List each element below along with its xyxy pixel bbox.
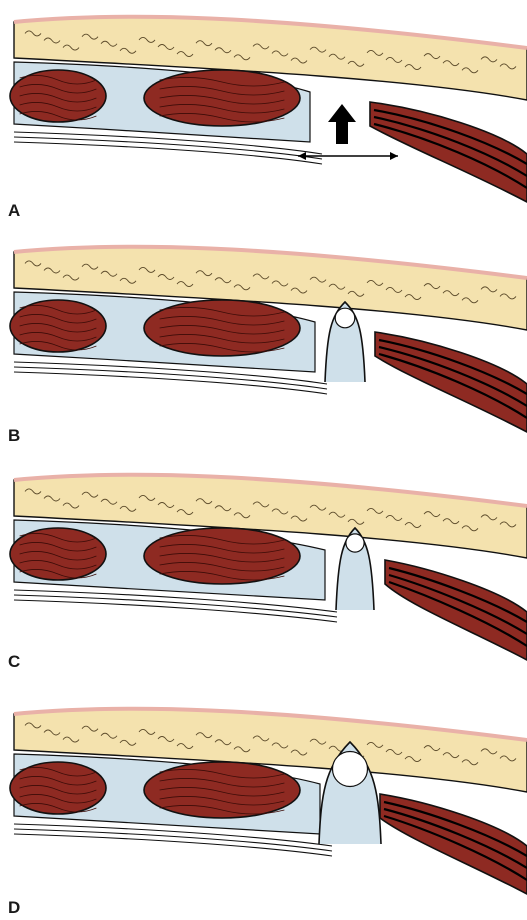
hernia-defect <box>335 308 355 328</box>
abdominal-wall <box>10 475 527 660</box>
panel-b: B <box>0 230 527 460</box>
panel-a-illustration <box>0 0 527 230</box>
panel-a: A <box>0 0 527 230</box>
abdominal-wall <box>10 17 527 202</box>
rectus-muscle-left <box>10 70 106 122</box>
panel-c-label: C <box>8 652 20 672</box>
abdominal-wall <box>10 247 527 432</box>
abdominal-wall <box>10 709 527 894</box>
panel-c: C <box>0 460 527 690</box>
panel-c-illustration <box>0 460 527 690</box>
force-arrow-icon <box>328 104 356 144</box>
panel-b-illustration <box>0 230 527 460</box>
hernia-defect <box>346 534 364 552</box>
width-arrowhead-right-icon <box>390 152 398 160</box>
rectus-muscle-left <box>10 300 106 352</box>
panel-d-illustration <box>0 690 527 920</box>
rectus-muscle-left <box>10 528 106 580</box>
panel-a-label: A <box>8 201 20 221</box>
hernia-defect <box>333 752 368 787</box>
rectus-muscle-left <box>10 762 106 814</box>
panel-b-label: B <box>8 426 20 446</box>
panel-d-label: D <box>8 898 20 918</box>
panel-d: D <box>0 690 527 920</box>
width-arrowhead-left-icon <box>298 152 306 160</box>
